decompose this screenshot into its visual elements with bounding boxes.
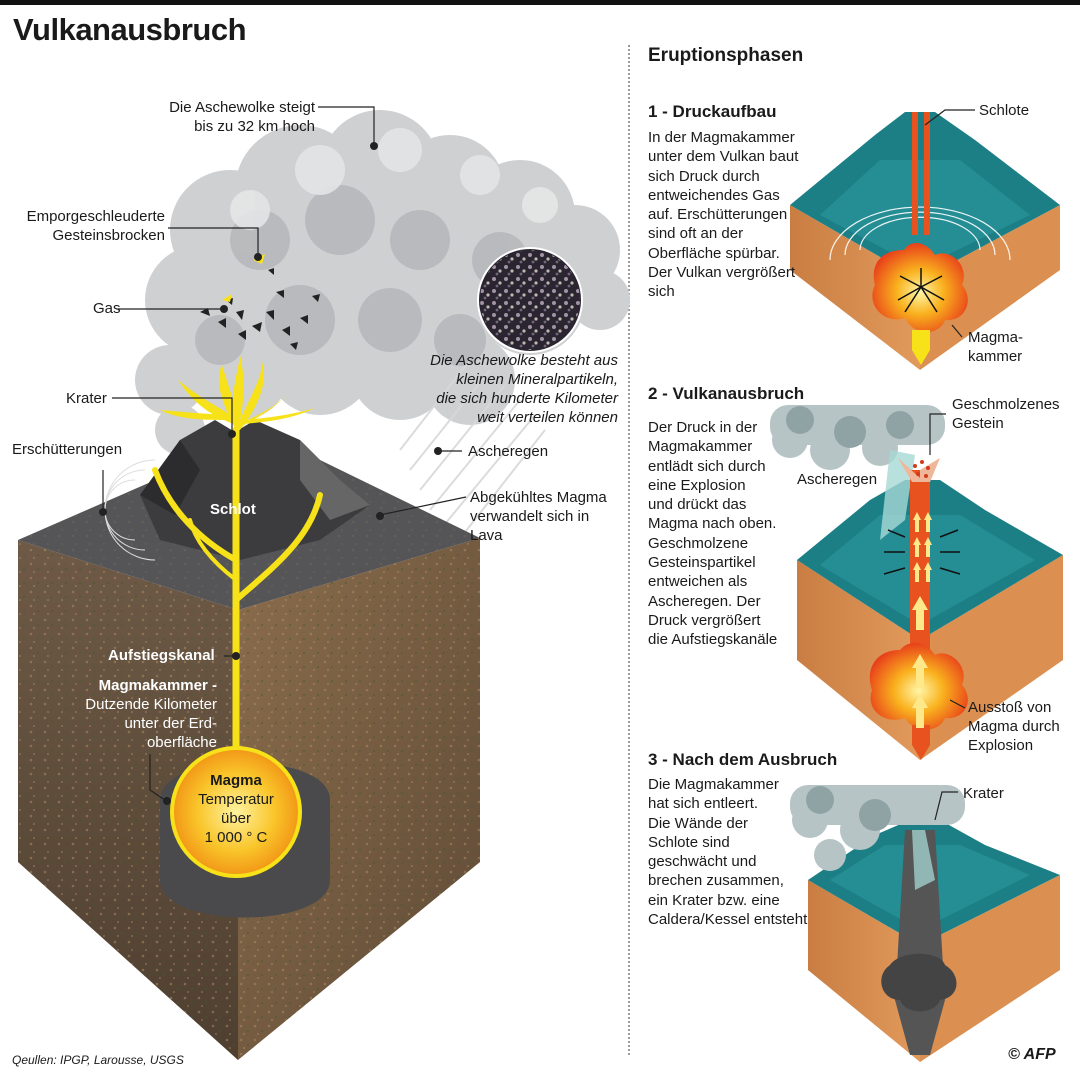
phase-3-label-crater: Krater	[963, 785, 1004, 802]
mineral-particle-circle	[477, 247, 583, 353]
phase-3-text: Die Magmakammer hat sich entleert. Die W…	[648, 776, 808, 929]
phase-2-label-ejection: Ausstoß von Magma durch Explosion	[968, 699, 1060, 754]
phase-2-text: Der Druck in der Magmakammer entlädt sic…	[648, 419, 778, 649]
label-mineral-note: Die Aschewolke besteht aus kleinen Miner…	[430, 352, 618, 426]
top-rule	[0, 0, 1080, 5]
label-ash-cloud: Die Aschewolke steigt bis zu 32 km hoch	[169, 99, 315, 135]
phase-2-title: 2 - Vulkanausbruch	[648, 384, 805, 403]
rock-yellow-2	[222, 294, 232, 302]
label-vent: Schlot	[210, 501, 256, 518]
phase-1-label-vents: Schlote	[979, 102, 1030, 119]
main-leader-lines	[102, 106, 467, 801]
phase-2-illustration	[770, 405, 1063, 760]
main-leader-dots	[99, 142, 442, 805]
label-crater: Krater	[66, 390, 107, 407]
label-ash-rain: Ascheregen	[468, 443, 549, 460]
label-tremors: Erschütterungen	[12, 441, 123, 458]
label-ascent-channel: Aufstiegskanal	[108, 647, 215, 664]
phases-heading: Eruptionsphasen	[648, 45, 804, 66]
phase-1-title: 1 - Druckaufbau	[648, 102, 777, 121]
phase-2-label-ash-rain: Ascheregen	[797, 471, 878, 488]
label-magma: Magma	[210, 772, 262, 789]
phase-1-text: In der Magmakammer unter dem Vulkan baut…	[648, 129, 799, 301]
phase-1-illustration	[790, 109, 1060, 370]
magma-core	[170, 746, 302, 878]
tremor-rings	[104, 459, 156, 561]
page-title: Vulkanausbruch	[13, 12, 247, 47]
column-divider	[628, 45, 630, 1055]
label-magma-temp: Temperatur über 1 000 ° C	[198, 791, 274, 846]
ash-rain-streaks	[399, 359, 546, 546]
label-magma-chamber-title: Magmakammer -	[98, 677, 217, 694]
volcano-cone	[140, 420, 370, 560]
magma-channels	[152, 426, 323, 784]
phase-2-label-molten-rock: Geschmolzenes Gestein	[952, 396, 1060, 432]
phase-1-label-chamber: Magma- kammer	[968, 329, 1024, 365]
label-gas: Gas	[93, 300, 121, 317]
source-note: Qeullen: IPGP, Larousse, USGS	[12, 1053, 184, 1067]
label-rocks: Emporgeschleuderte Gesteinsbrocken	[26, 208, 165, 244]
phase-3-title: 3 - Nach dem Ausbruch	[648, 750, 838, 769]
ejected-rocks	[200, 268, 320, 350]
afp-logo: © AFP	[1008, 1046, 1056, 1063]
label-lava: Abgekühltes Magma verwandelt sich in Lav…	[470, 489, 607, 544]
phase-3-illustration	[790, 785, 1060, 1062]
label-magma-chamber-desc: Dutzende Kilometer unter der Erd- oberfl…	[85, 696, 217, 751]
